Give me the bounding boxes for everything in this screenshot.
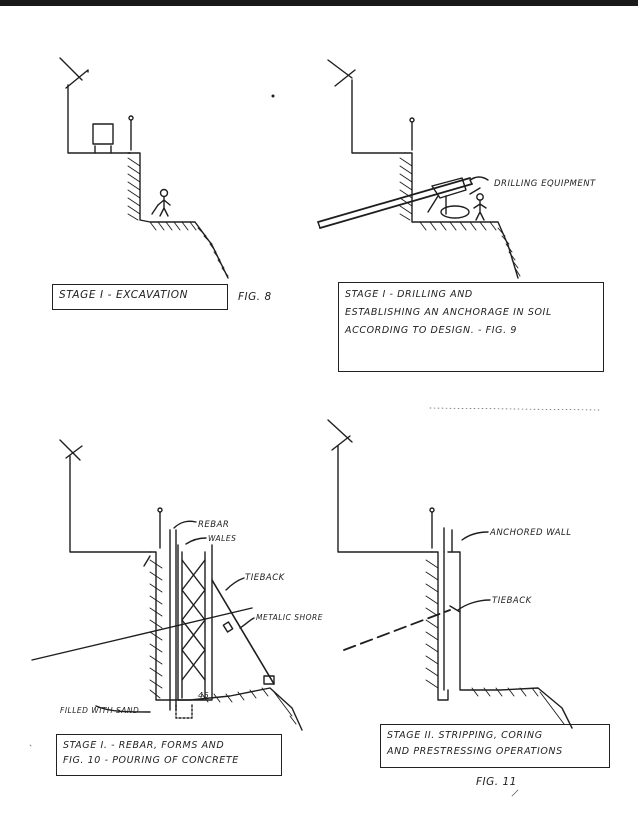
fig11-wall-label: ANCHORED WALL — [489, 528, 571, 538]
fig11-caption-line2: AND PRESTRESSING OPERATIONS — [387, 745, 563, 757]
fig9-drilling-label: DRILLING EQUIPMENT — [494, 179, 596, 189]
fig10-caption-box: STAGE I. - REBAR, FORMS AND FIG. 10 - PO… — [56, 734, 282, 776]
fig10-angle-label: 45 — [198, 691, 209, 700]
fig8-sketch — [59, 57, 275, 279]
fig10-sand-label: FILLED WITH SAND — [60, 706, 139, 715]
fig9-caption-line3: ACCORDING TO DESIGN. - FIG. 9 — [345, 325, 517, 337]
fig9-caption-line1: STAGE I - DRILLING AND — [345, 289, 473, 300]
fig9-caption-line2: ESTABLISHING AN ANCHORAGE IN SOIL — [345, 307, 552, 319]
fig10-wales-label: WALES — [208, 534, 236, 543]
fig8-caption: STAGE I - EXCAVATION — [59, 289, 189, 301]
fig11-caption-box: STAGE II. STRIPPING, CORING AND PRESTRES… — [380, 724, 610, 768]
fig11-label: FIG. 11 — [476, 776, 517, 788]
fig10-tieback-label: TIEBACK — [245, 573, 286, 583]
fig11-caption-line1: STAGE II. STRIPPING, CORING — [387, 730, 543, 741]
fig10-caption-line1: STAGE I. - REBAR, FORMS AND — [63, 740, 225, 751]
fig10-sketch — [31, 439, 303, 731]
fig11-tieback-label: TIEBACK — [492, 596, 533, 606]
fig11-sketch — [327, 419, 573, 729]
fig8-label: FIG. 8 — [238, 291, 272, 303]
fig8-caption-box: STAGE I - EXCAVATION — [52, 284, 228, 310]
fig9-caption-box: STAGE I - DRILLING AND ESTABLISHING AN A… — [338, 282, 604, 372]
fig10-shore-label: METALIC SHORE — [256, 613, 323, 622]
scan-edge-band — [0, 0, 638, 6]
fig9-sketch — [317, 59, 521, 279]
fig10-rebar-label: REBAR — [198, 520, 229, 530]
fig10-caption-line2: FIG. 10 - POURING OF CONCRETE — [63, 755, 239, 767]
